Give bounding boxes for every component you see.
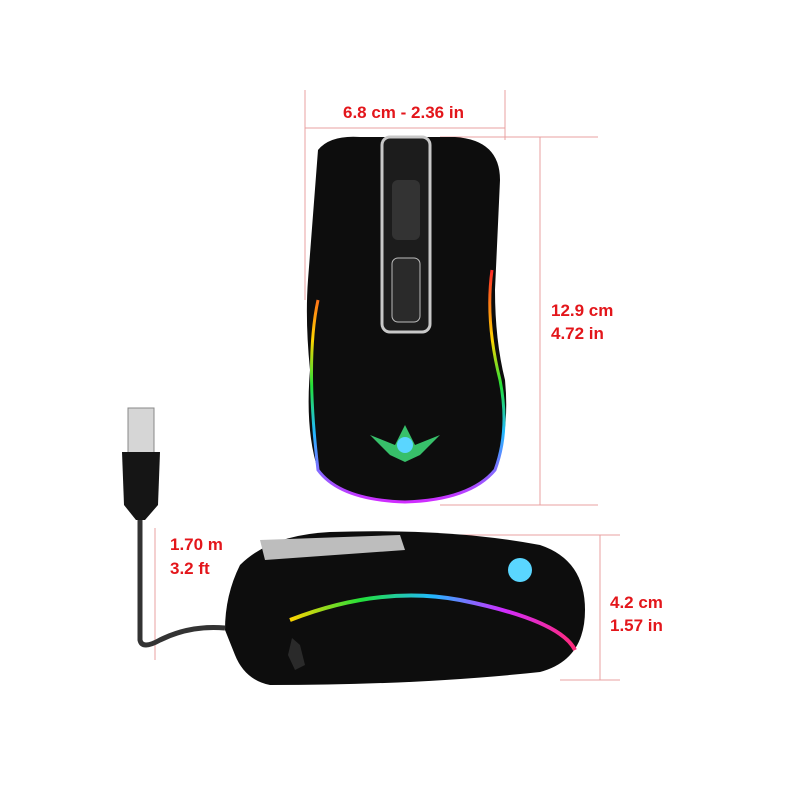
dimension-guides <box>154 90 620 681</box>
mouse-side-view <box>225 531 585 685</box>
usb-cable <box>122 407 226 648</box>
length-in-label: 4.72 in <box>551 324 604 343</box>
length-cm-label: 12.9 cm <box>551 301 614 320</box>
cable-length-ft-label: 3.2 ft <box>170 559 210 578</box>
mouse-top-view <box>306 135 507 504</box>
height-cm-label: 4.2 cm <box>610 593 663 612</box>
width-label: 6.8 cm - 2.36 in <box>343 103 464 122</box>
height-in-label: 1.57 in <box>610 616 663 635</box>
cable-length-m-label: 1.70 m <box>170 535 223 554</box>
